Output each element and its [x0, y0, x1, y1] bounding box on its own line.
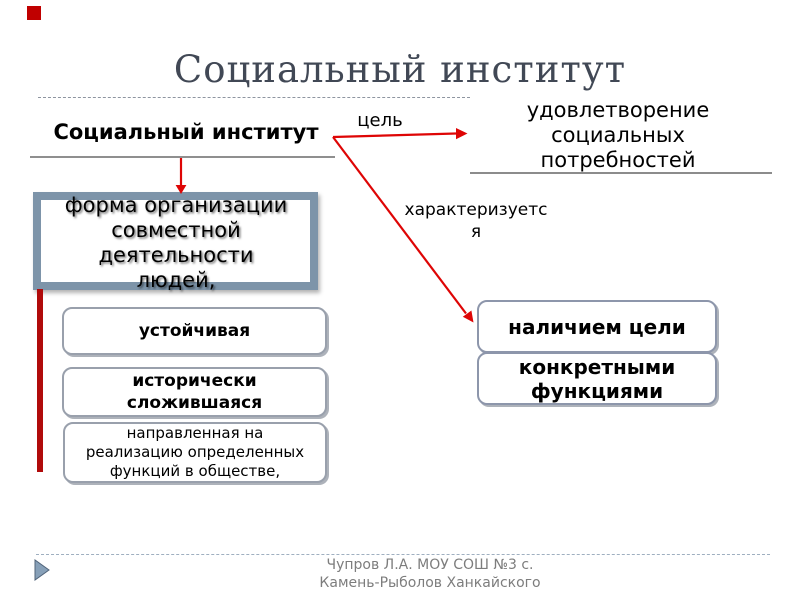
- arrow-subject-to-definition-icon: [175, 158, 187, 194]
- accent-square-icon: [27, 6, 41, 20]
- footer-dashed-rule: [36, 554, 770, 555]
- property-label: устойчивая: [138, 321, 251, 341]
- goal-result-text: удовлетворение социальных потребностей: [526, 98, 710, 172]
- property-box-stable: устойчивая: [62, 307, 327, 355]
- definition-text: форма организации совместной деятельност…: [64, 193, 288, 292]
- characteristic-box-goal: наличием цели: [477, 300, 717, 353]
- definition-box-inner: [41, 200, 310, 282]
- characterized-arrow-label: характеризуетс я: [404, 200, 548, 242]
- characteristic-box-functions: конкретными функциями: [477, 352, 717, 405]
- title-dashed-rule: [38, 97, 470, 98]
- subject-underline: [30, 156, 335, 158]
- footer-arrow-icon: [34, 559, 50, 581]
- page-title: Социальный институт: [173, 48, 627, 91]
- red-vertical-bar: [37, 289, 43, 472]
- characteristic-label: конкретными функциями: [518, 354, 676, 403]
- definition-box: [33, 192, 318, 290]
- characteristic-label: наличием цели: [508, 314, 686, 339]
- property-box-historical: исторически сложившаяся: [62, 367, 327, 417]
- goal-underline: [470, 172, 772, 174]
- goal-arrow-label: цель: [357, 110, 403, 131]
- property-label: направленная на реализацию определенных …: [85, 424, 305, 480]
- property-box-functions: направленная на реализацию определенных …: [63, 422, 327, 483]
- property-label: исторически сложившаяся: [126, 371, 263, 413]
- subject-heading: Социальный институт: [53, 120, 319, 144]
- footer-credit: Чупров Л.А. МОУ СОШ №3 с. Камень-Рыболов…: [319, 557, 541, 591]
